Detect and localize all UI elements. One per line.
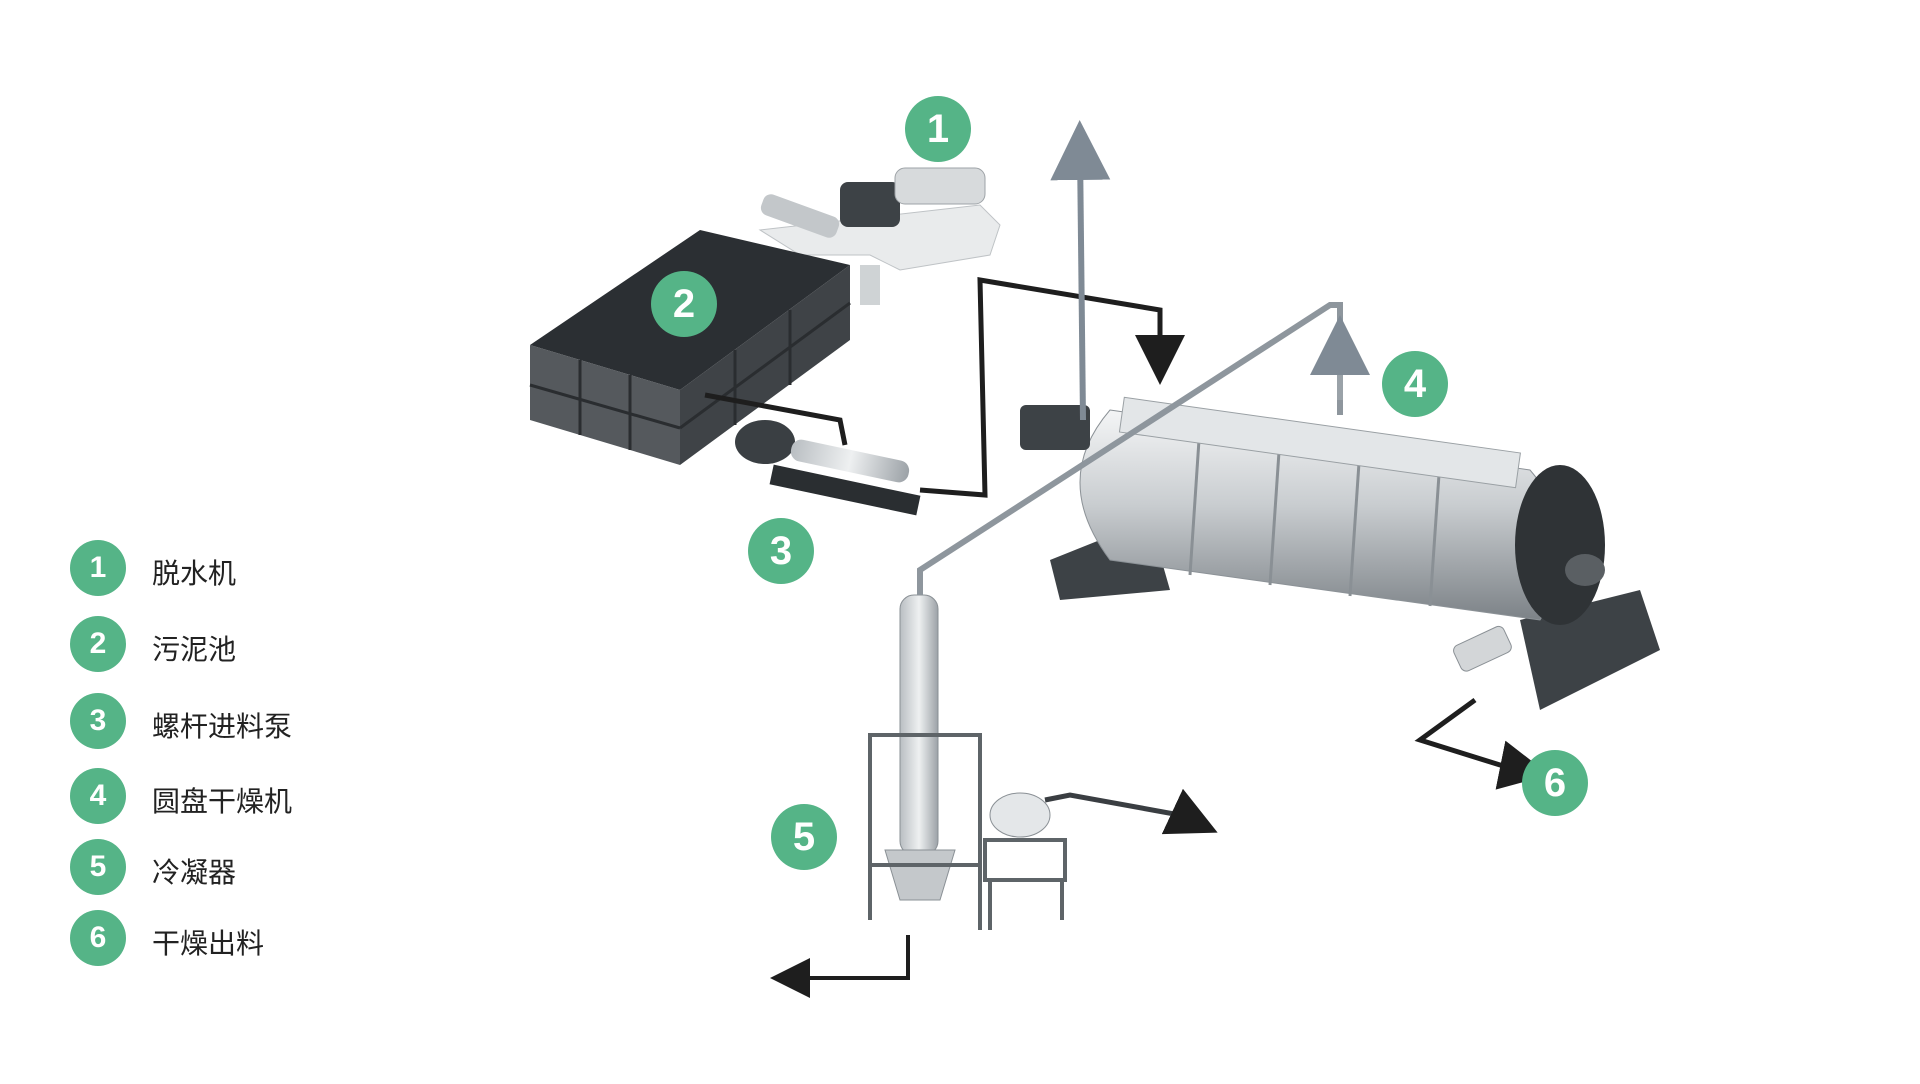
pipe-condensate-out bbox=[770, 935, 910, 998]
dewatering-machine bbox=[758, 167, 1001, 305]
legend-label: 脱水机 bbox=[152, 557, 237, 590]
pipe-tank-to-pump bbox=[704, 392, 848, 446]
legend-badge: 5 bbox=[70, 839, 126, 895]
legend-label: 螺杆进料泵 bbox=[152, 710, 293, 743]
legend-label: 冷凝器 bbox=[152, 856, 237, 889]
legend-badge: 6 bbox=[70, 910, 126, 966]
pipe-network bbox=[704, 120, 1550, 998]
legend-badge: 3 bbox=[70, 693, 126, 749]
legend-badge: 4 bbox=[70, 768, 126, 824]
badge-4: 4 bbox=[1382, 351, 1448, 417]
legend-item: 1 脱水机 bbox=[70, 540, 470, 596]
badge-2: 2 bbox=[651, 271, 717, 337]
disc-dryer bbox=[1020, 396, 1660, 710]
sludge-tank bbox=[529, 230, 851, 465]
legend-badge: 1 bbox=[70, 540, 126, 596]
legend-badge: 2 bbox=[70, 616, 126, 672]
legend-item: 2 污泥池 bbox=[70, 616, 470, 672]
pipe-condenser-gas bbox=[1044, 788, 1218, 835]
pipe-pump-to-dryer bbox=[919, 277, 1185, 498]
badge-1: 1 bbox=[905, 96, 971, 162]
legend-label: 圆盘干燥机 bbox=[152, 785, 293, 818]
legend-label: 干燥出料 bbox=[152, 927, 265, 960]
legend-item: 6 干燥出料 bbox=[70, 910, 470, 966]
pipe-dry-output bbox=[1414, 697, 1550, 790]
badge-5: 5 bbox=[771, 804, 837, 870]
screw-feed-pump bbox=[735, 420, 921, 516]
condenser bbox=[868, 594, 1067, 930]
legend-item: 3 螺杆进料泵 bbox=[70, 693, 470, 749]
badge-6: 6 bbox=[1522, 750, 1588, 816]
vent-pipe bbox=[1050, 120, 1111, 421]
legend-item: 5 冷凝器 bbox=[70, 839, 470, 895]
badge-3: 3 bbox=[748, 518, 814, 584]
legend-label: 污泥池 bbox=[152, 633, 237, 666]
legend-item: 4 圆盘干燥机 bbox=[70, 768, 470, 824]
